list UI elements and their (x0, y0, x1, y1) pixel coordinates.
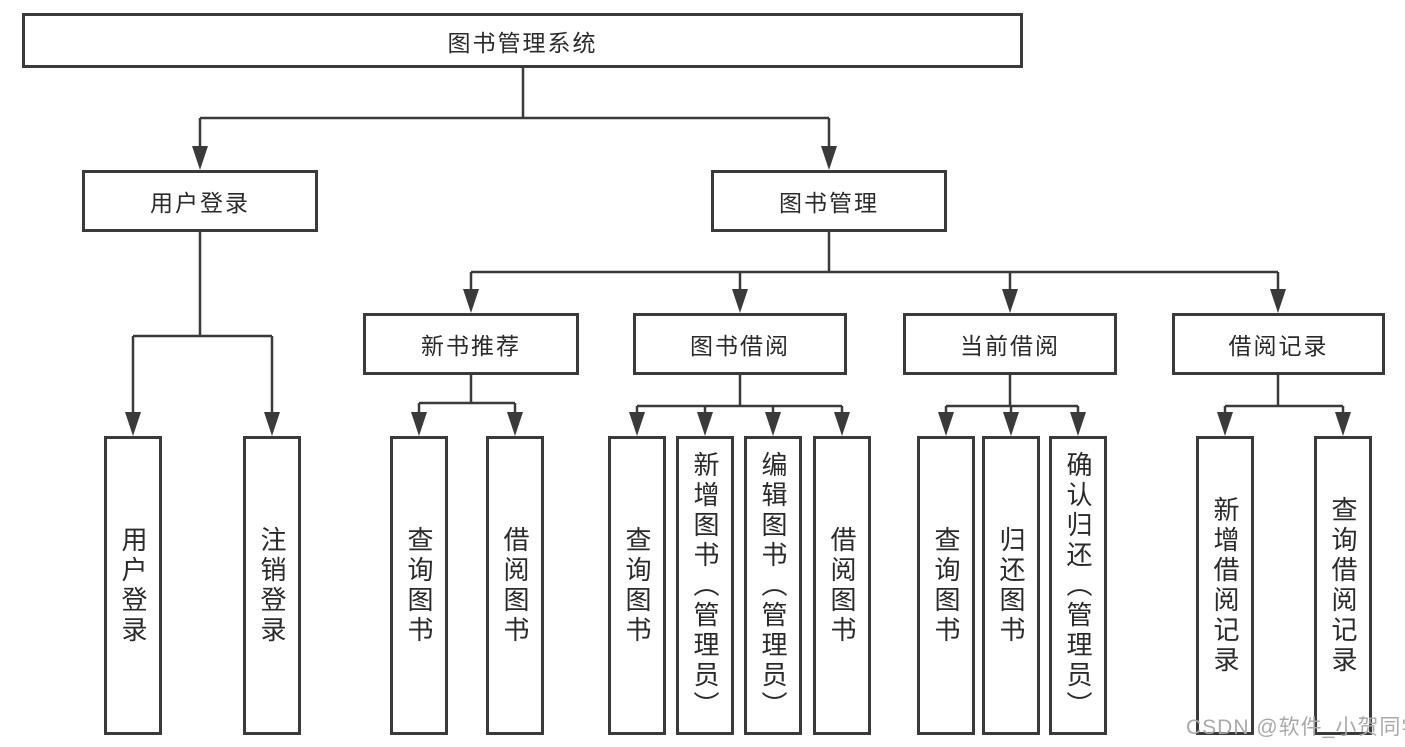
node-book-management: 图书管理 (711, 170, 947, 232)
leaf-borrow-edit-books-admin: 编辑图书（管理员） (744, 436, 802, 735)
tree-edges (131, 68, 1345, 416)
leaf-recommend-borrow-books: 借阅图书 (486, 436, 544, 735)
leaf-recommend-query-books: 查询图书 (390, 436, 448, 735)
leaf-borrow-borrow-books: 借阅图书 (813, 436, 871, 735)
leaf-records-add-record: 新增借阅记录 (1196, 436, 1254, 735)
node-root-title: 图书管理系统 (22, 13, 1023, 68)
leaf-current-return-books: 归还图书 (982, 436, 1040, 735)
leaf-records-query-record: 查询借阅记录 (1314, 436, 1372, 735)
node-new-book-recommend: 新书推荐 (363, 313, 579, 375)
leaf-borrow-add-books-admin: 新增图书（管理员） (676, 436, 734, 735)
node-borrow-records: 借阅记录 (1172, 313, 1385, 375)
node-book-borrow: 图书借阅 (633, 313, 847, 375)
node-current-borrow: 当前借阅 (903, 313, 1117, 375)
arrowheads (125, 146, 1351, 436)
leaf-current-query-books: 查询图书 (917, 436, 975, 735)
leaf-user-login: 用户登录 (104, 436, 162, 735)
leaf-borrow-query-books: 查询图书 (608, 436, 666, 735)
csdn-watermark: CSDN @软件_小贺同学 (1186, 716, 1405, 739)
node-user-login: 用户登录 (82, 170, 318, 232)
leaf-logout: 注销登录 (243, 436, 301, 735)
leaf-current-confirm-return-admin: 确认归还（管理员） (1049, 436, 1107, 735)
